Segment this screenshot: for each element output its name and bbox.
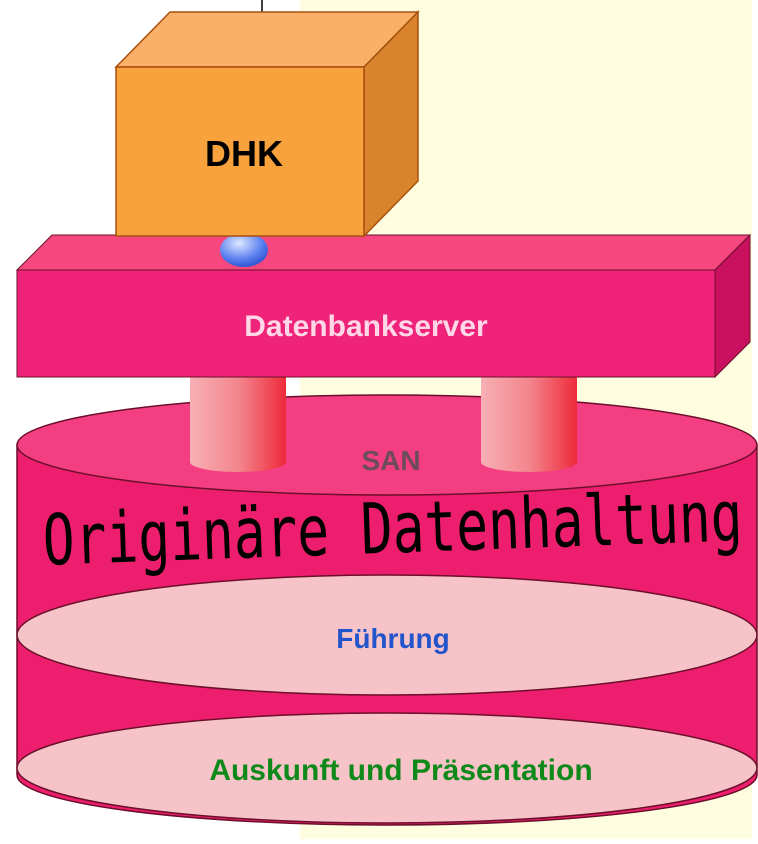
- connector-ball: [220, 233, 268, 267]
- server-front-face: [16, 269, 716, 378]
- pillar-left-base: [190, 452, 286, 472]
- panel-right-border: [752, 0, 758, 839]
- auskunft-disc: [16, 712, 758, 824]
- dhk-label: DHK: [205, 133, 283, 174]
- san-label: SAN: [361, 445, 420, 476]
- fuehrung-disc: [16, 574, 758, 696]
- database-server-box: [15, 233, 752, 379]
- san-pillars: [190, 372, 577, 472]
- server-label: Datenbankserver: [244, 310, 488, 343]
- pillar-right: [481, 372, 577, 462]
- pillar-left: [190, 372, 286, 462]
- pillar-right-base: [481, 452, 577, 472]
- dhk-front-face: [115, 66, 365, 237]
- server-top-face: [15, 234, 752, 271]
- auskunft-label: Auskunft und Präsentation: [209, 754, 592, 787]
- fuehrung-label: Führung: [336, 623, 450, 654]
- dhk-cube: [114, 10, 420, 238]
